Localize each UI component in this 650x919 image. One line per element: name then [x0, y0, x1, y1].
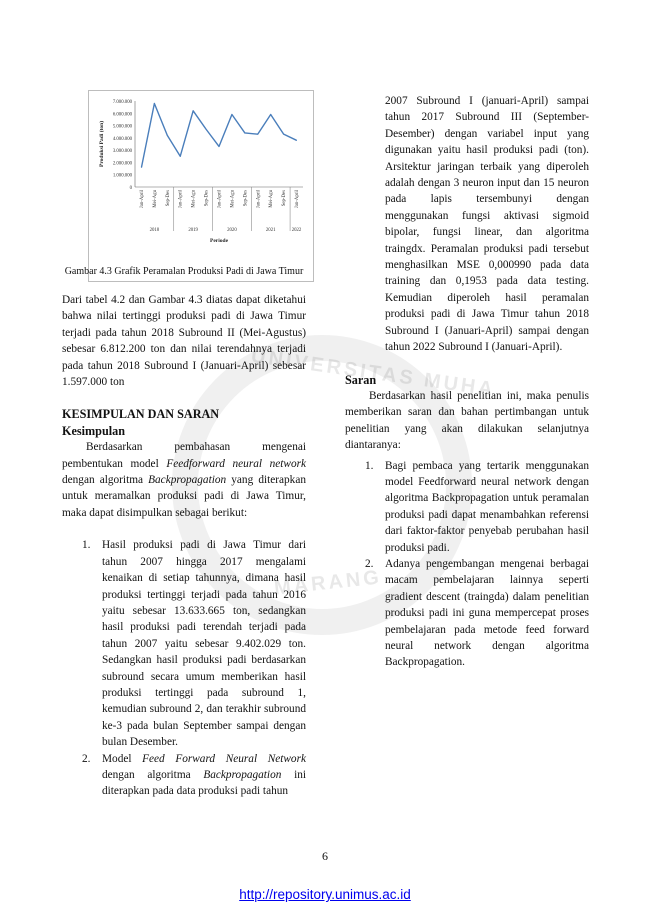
chart-frame: 0 1.000.000 2.000.000 3.000.000 4.000.000 5.0… — [88, 90, 314, 282]
y-tick-label: 3.000.000 — [113, 149, 133, 154]
data-point — [179, 155, 181, 157]
section-heading-conclusions: KESIMPULAN DAN SARAN — [62, 407, 220, 422]
subsection-heading-saran: Saran — [345, 372, 377, 387]
x-tick-label: Jan-April — [295, 189, 300, 208]
forecast-line-chart: 0 1.000.000 2.000.000 3.000.000 4.000.000 5.0… — [98, 100, 303, 244]
data-point — [153, 102, 155, 104]
y-tick-label: 0 — [130, 186, 133, 191]
year-label: 2022 — [292, 228, 302, 233]
year-label: 2020 — [227, 228, 237, 233]
x-tick-label: Sep-Des — [166, 190, 171, 206]
data-point — [270, 114, 272, 116]
data-point — [283, 133, 285, 135]
data-point — [192, 110, 194, 112]
conclusion-item-2-continued: 2007 Subround I (januari-April) sampai t… — [385, 95, 589, 354]
y-axis-label: Produksi Padi (ton) — [98, 121, 105, 167]
list-item: 2.Adanya pengembangan mengenai berbagai … — [365, 557, 589, 669]
series-line — [140, 102, 297, 168]
x-tick-label: Jan-April — [256, 189, 261, 208]
list-item: 1.Bagi pembaca yang tertarik menggunakan… — [365, 459, 589, 554]
x-tick-label: Mei-Agu — [269, 189, 274, 207]
page-number: 6 — [322, 849, 328, 863]
x-tick-label: Jan-April — [218, 189, 223, 208]
x-tick-label: Jan-April — [140, 189, 145, 208]
conclusion-intro: Berdasarkan pembahasan mengenai pembentu… — [62, 441, 307, 519]
year-label: 2019 — [188, 228, 198, 233]
suggestion-intro: Berdasarkan hasil penelitian ini, maka p… — [345, 389, 589, 452]
data-point — [205, 128, 207, 130]
data-point — [166, 134, 168, 136]
y-tick-label: 1.000.000 — [113, 174, 133, 179]
x-tick-label: Mei-Agu — [192, 189, 197, 207]
x-tick-label: Mei-Agu — [153, 189, 158, 207]
list-item: 1.Hasil produksi padi di Jawa Timur dari… — [82, 539, 306, 749]
x-tick-label: Sep-Des — [243, 190, 248, 206]
x-tick-label: Sep-Des — [205, 190, 210, 206]
x-tick-label: Jan-April — [179, 189, 184, 208]
conclusion-list: 1.Hasil produksi padi di Jawa Timur dari… — [62, 537, 306, 800]
y-tick-label: 5.000.000 — [113, 125, 133, 130]
y-tick-label: 7.000.000 — [113, 100, 133, 105]
y-tick-label: 2.000.000 — [113, 161, 133, 166]
data-point — [244, 132, 246, 134]
suggestion-list: 1.Bagi pembaca yang tertarik menggunakan… — [345, 458, 589, 671]
y-tick-label: 6.000.000 — [113, 112, 133, 117]
data-point — [257, 133, 259, 135]
data-point — [140, 166, 142, 168]
right-column: 2007 Subround I (januari-April) sampai t… — [345, 93, 589, 671]
year-label: 2018 — [150, 228, 160, 233]
x-tick-label: Sep-Des — [282, 190, 287, 206]
data-point — [231, 114, 233, 116]
year-label: 2021 — [266, 228, 276, 233]
figure-caption: Gambar 4.3 Grafik Peramalan Produksi Pad… — [64, 266, 304, 277]
x-axis-label: Periode — [210, 238, 229, 244]
results-paragraph: Dari tabel 4.2 dan Gambar 4.3 diatas dap… — [62, 294, 306, 389]
data-point — [218, 145, 220, 147]
subsection-heading-kesimpulan: Kesimpulan — [62, 423, 125, 438]
y-tick-label: 4.000.000 — [113, 137, 133, 142]
data-point — [296, 139, 298, 141]
list-item: 2.Model Feed Forward Neural Network deng… — [82, 752, 307, 798]
repository-link[interactable]: http://repository.unimus.ac.id — [239, 887, 411, 902]
x-tick-label: Mei-Agu — [230, 189, 235, 207]
left-column: Dari tabel 4.2 dan Gambar 4.3 diatas dap… — [62, 292, 306, 800]
